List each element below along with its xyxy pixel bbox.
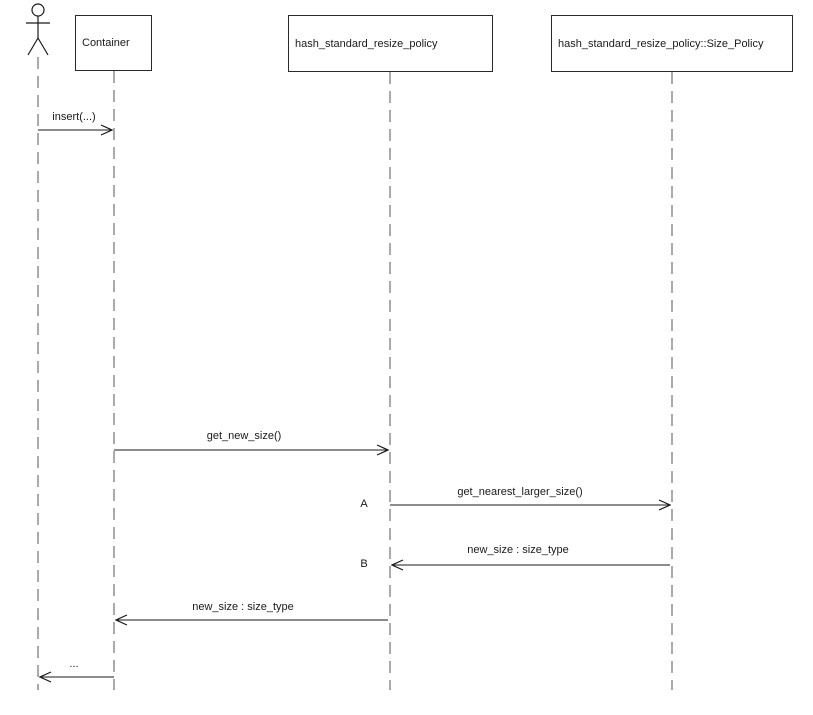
message-label-return-dots: ... <box>69 658 79 670</box>
participant-container-label: Container <box>82 37 130 49</box>
message-label-get-nearest-larger-size: get_nearest_larger_size() <box>457 486 583 498</box>
sequence-marker-a: A <box>360 498 368 510</box>
message-label-get-new-size: get_new_size() <box>206 430 282 442</box>
participant-policy: hash_standard_resize_policy <box>288 15 493 72</box>
participant-container: Container <box>75 15 152 71</box>
actor-leg-right <box>37 37 49 56</box>
actor-icon <box>26 3 50 56</box>
message-label-return-new-size-container: new_size : size_type <box>192 601 294 613</box>
actor-leg-left <box>27 37 39 56</box>
participant-size-policy: hash_standard_resize_policy::Size_Policy <box>551 15 793 72</box>
message-label-return-new-size-b: new_size : size_type <box>467 544 569 556</box>
actor-head <box>31 3 45 17</box>
sequence-marker-b: B <box>360 558 368 570</box>
participant-size-policy-label: hash_standard_resize_policy::Size_Policy <box>558 37 764 50</box>
message-label-insert: insert(...) <box>52 111 96 123</box>
participant-policy-label: hash_standard_resize_policy <box>295 37 438 50</box>
